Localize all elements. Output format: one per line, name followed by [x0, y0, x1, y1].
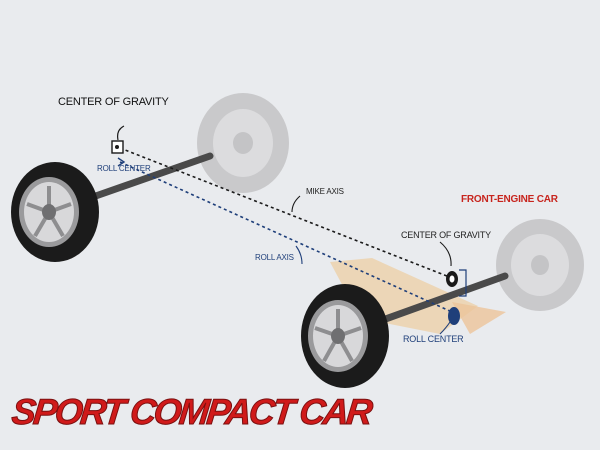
front-cg-marker — [446, 271, 458, 287]
roll-axis-pointer — [295, 245, 303, 265]
mike-axis-pointer — [291, 195, 301, 213]
engine-shadow-2 — [452, 302, 506, 334]
roll-axis-line — [119, 161, 453, 313]
front-roll-center-marker — [448, 307, 460, 325]
rear-left-tire — [11, 162, 99, 262]
front-roll-center-pointer — [439, 321, 451, 335]
rear-right-ghost-wheel — [197, 93, 289, 193]
front-cg-pointer — [439, 241, 452, 267]
roll-axis-label: ROLL AXIS — [255, 253, 294, 262]
front-right-ghost-wheel — [496, 219, 584, 311]
front-roll-center-label: ROLL CENTER — [403, 334, 464, 344]
rear-roll-center-label: ROLL CENTER — [97, 164, 151, 173]
rear-cg-marker — [111, 125, 125, 154]
sport-compact-car-logo: SPORT COMPACT CAR — [9, 391, 373, 433]
front-engine-car-label: FRONT-ENGINE CAR — [461, 194, 558, 205]
rear-center-of-gravity-label: CENTER OF GRAVITY — [58, 96, 169, 108]
mike-axis-label: MIKE AXIS — [306, 187, 344, 196]
rear-roll-center-marker — [117, 157, 126, 167]
front-roll-center-bracket — [459, 269, 467, 297]
front-center-of-gravity-label: CENTER OF GRAVITY — [401, 230, 491, 240]
front-left-tire — [301, 284, 389, 388]
